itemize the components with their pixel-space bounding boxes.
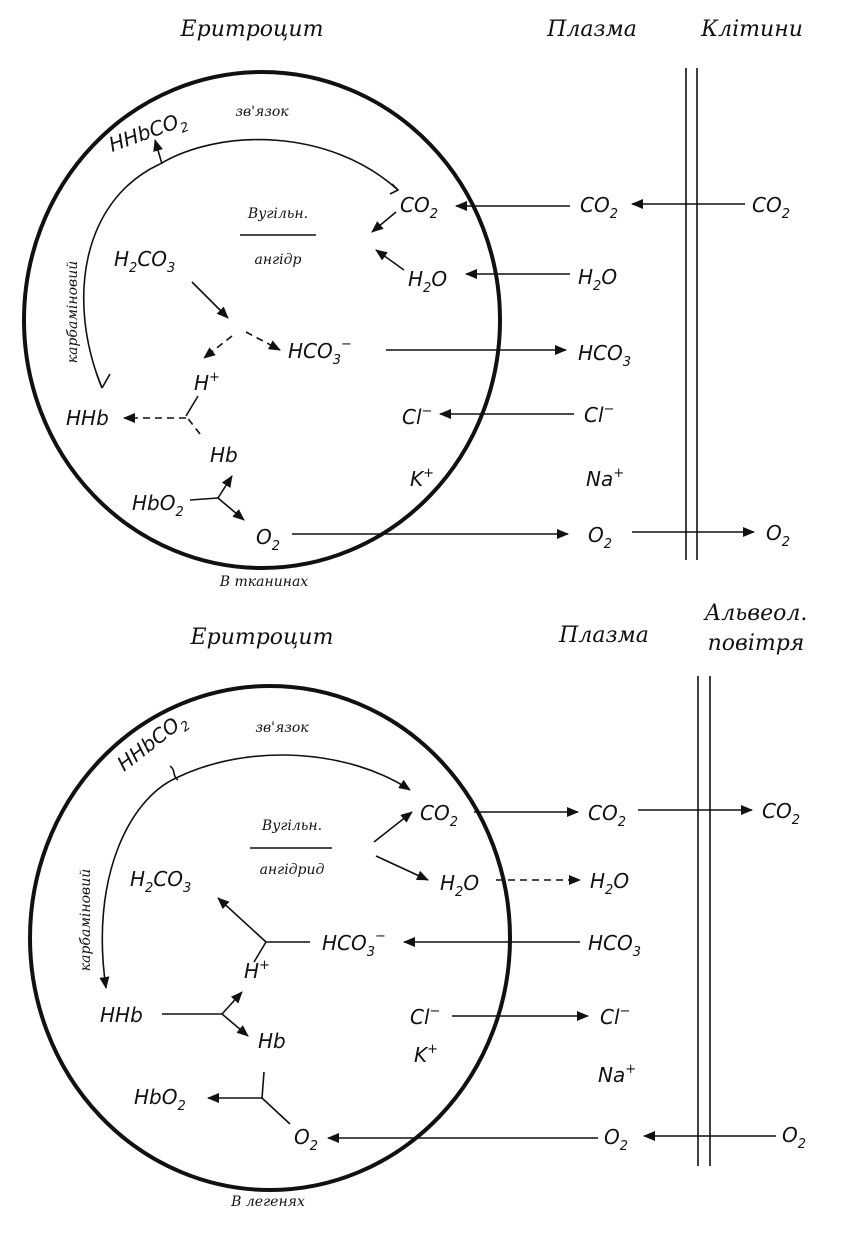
arrow-to-hco3 [245, 331, 281, 351]
co2-tissue: CO2 [752, 193, 790, 222]
hb-stem [185, 415, 201, 435]
na-plus-label: Na+ [586, 466, 624, 491]
h2co3-label: H2CO3 [130, 867, 191, 896]
cl-plasma: Cl− [584, 402, 614, 427]
co2-cell: CO2 [420, 801, 458, 830]
enzyme-line-2: ангідрид [260, 862, 325, 878]
arrow-h2co3-dissociation [191, 281, 229, 319]
hhbco2-label: HHbCO2 [106, 107, 192, 162]
erythrocyte-membrane [28, 684, 512, 1192]
arrow-enzyme-to-h2o [375, 855, 429, 881]
o2-cell: O2 [294, 1125, 318, 1154]
h-plus-join-line [253, 941, 267, 963]
cl-cell: Cl− [410, 1004, 440, 1029]
co2-plasma: CO2 [588, 801, 626, 830]
arrow-to-hb [221, 1013, 249, 1037]
carbamino-arc-right [159, 138, 399, 191]
h-plus-label: H+ [194, 370, 220, 395]
hco3-plasma: HCO3 [588, 931, 641, 960]
carbamino-word: карбаміновий [65, 261, 81, 363]
hco3-cell: HCO3− [288, 337, 352, 368]
enzyme-line-2: ангідр [255, 252, 302, 268]
o2-tissue: O2 [766, 521, 790, 550]
alveolar-header-line-1: Альвеол. [703, 601, 808, 626]
h-plus-stem [185, 395, 199, 417]
cl-plasma: Cl− [600, 1004, 630, 1029]
hbo2-join-line-down [261, 1097, 291, 1125]
enzyme-line-1: Вугільн. [247, 206, 308, 222]
carbamino-word: карбаміновий [78, 869, 94, 971]
link-word: зв'язок [255, 720, 309, 736]
carbamino-arc-end [389, 183, 400, 195]
co2-air: CO2 [762, 799, 800, 828]
cl-cell: Cl− [402, 404, 432, 429]
hbo2-label: HbO2 [134, 1085, 186, 1114]
h2o-plasma: H2O [590, 869, 629, 898]
arrow-to-o2-cell [217, 497, 245, 521]
arrow-to-hhbco2 [153, 139, 163, 165]
arrow-to-hb [217, 475, 233, 499]
plasma-header: Плазма [558, 623, 649, 648]
carbamino-arc-right [175, 754, 411, 791]
arrow-to-h-plus [203, 335, 233, 359]
carbamino-brace [169, 765, 179, 781]
na-plus-label: Na+ [598, 1062, 636, 1087]
lungs-caption: В легенях [230, 1194, 305, 1210]
co2-plasma: CO2 [580, 193, 618, 222]
plasma-header: Плазма [546, 17, 637, 42]
top-panel: Еритроцит Плазма Клітини зв'язок карбамі… [22, 17, 803, 590]
erythrocyte-header: Еритроцит [190, 625, 334, 650]
arrow-co2-to-enzyme [371, 211, 397, 233]
h2o-plasma: H2O [578, 265, 617, 294]
arrow-enzyme-to-co2 [373, 811, 413, 843]
hhb-label: HHb [66, 406, 109, 430]
hhb-label: HHb [100, 1003, 143, 1027]
h2o-cell: H2O [408, 267, 447, 296]
o2-air: O2 [782, 1123, 806, 1152]
carbamino-arc-left [82, 163, 161, 389]
k-plus-label: K+ [414, 1042, 438, 1067]
hb-label: Hb [210, 443, 238, 467]
erythrocyte-membrane [22, 70, 502, 570]
co2-cell: CO2 [400, 193, 438, 222]
enzyme-line-1: Вугільн. [261, 818, 322, 834]
h2co3-label: H2CO3 [114, 247, 175, 276]
k-plus-label: K+ [410, 466, 434, 491]
o2-plasma: O2 [588, 523, 612, 552]
cells-header: Клітини [700, 17, 803, 42]
h2o-cell: H2O [440, 871, 479, 900]
alveolar-header-line-2: повітря [708, 631, 805, 656]
tissues-caption: В тканинах [219, 574, 309, 590]
arrow-h2o-to-enzyme [375, 249, 405, 271]
carbamino-arc-tail [95, 371, 111, 389]
link-word: зв'язок [235, 104, 289, 120]
arrow-to-h-plus [221, 991, 243, 1015]
hco3-cell: HCO3− [322, 929, 386, 960]
hb-label: Hb [258, 1029, 286, 1053]
hco3-plasma: HCO3 [578, 341, 631, 370]
hbo2-label: HbO2 [132, 491, 184, 520]
o2-plasma: O2 [604, 1125, 628, 1154]
erythrocyte-header: Еритроцит [180, 17, 324, 42]
hbo2-stem [189, 497, 219, 501]
o2-cell: O2 [256, 525, 280, 554]
carbamino-arc-left [99, 777, 177, 989]
hbo2-join-line-up [261, 1071, 265, 1099]
h-plus-label: H+ [244, 958, 270, 983]
arrow-to-h2co3 [217, 897, 267, 943]
bottom-panel: Еритроцит Плазма Альвеол. повітря HHb CO2… [28, 601, 808, 1210]
